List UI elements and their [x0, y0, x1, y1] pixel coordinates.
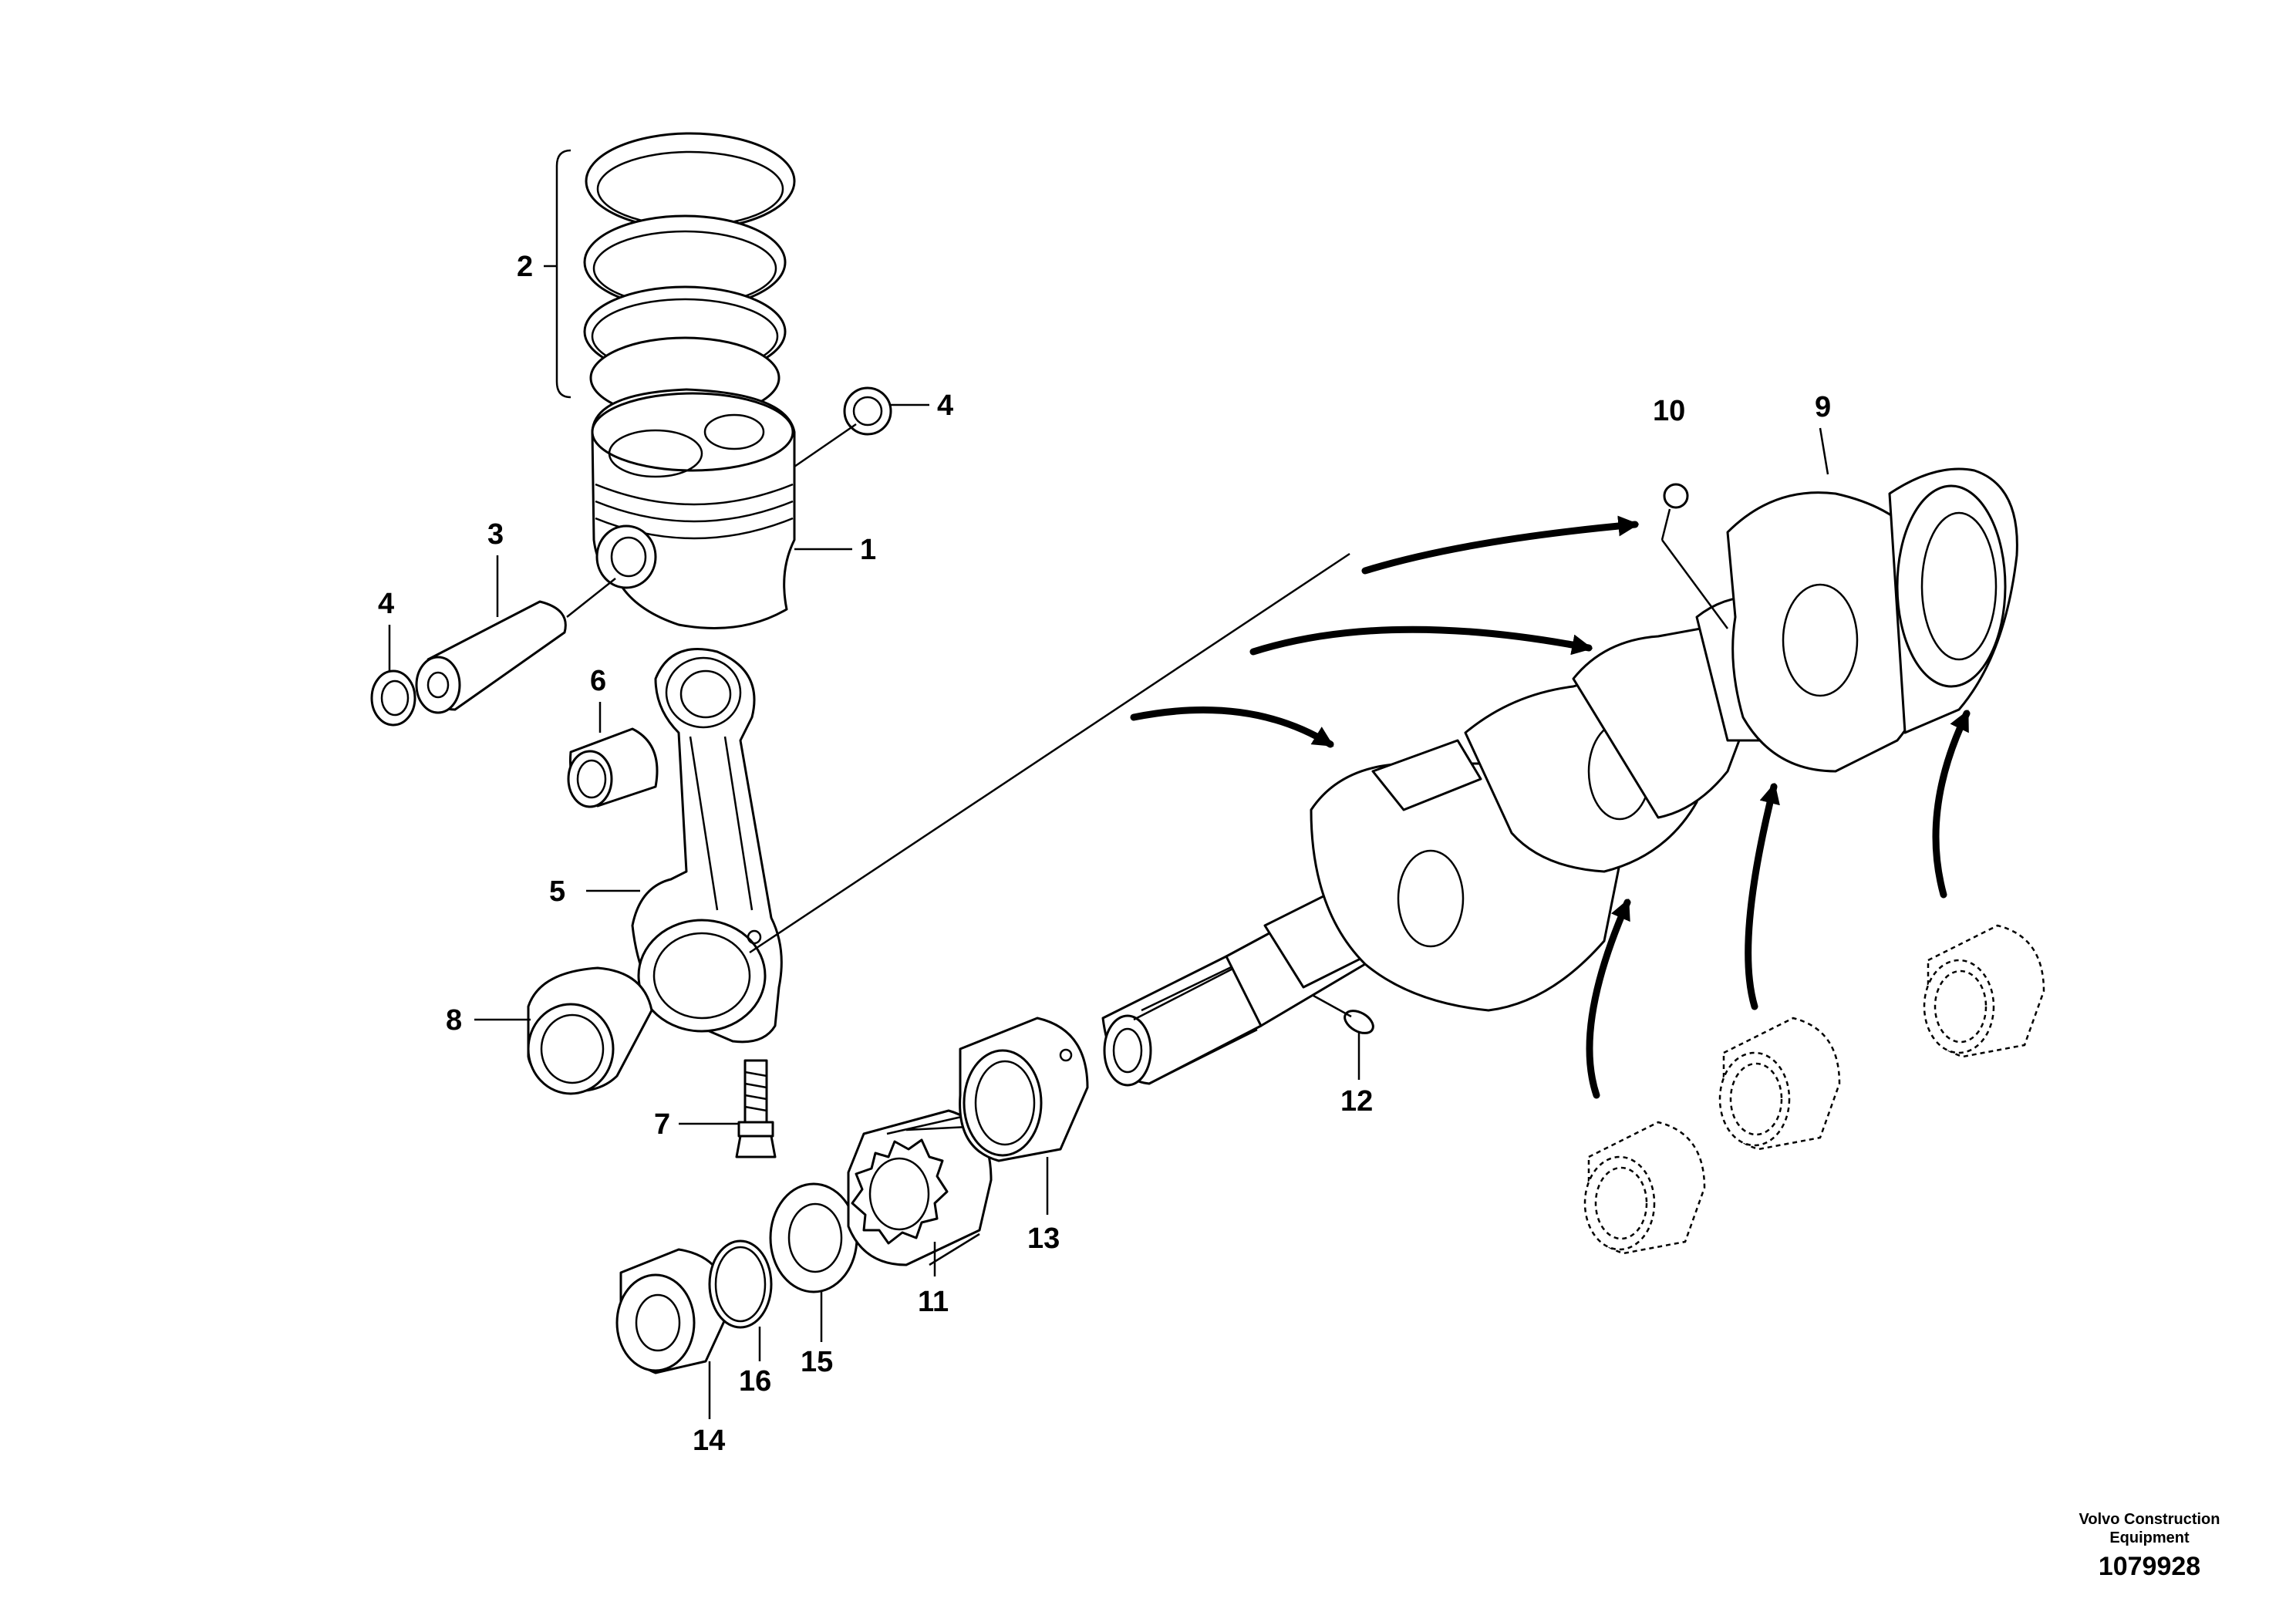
small-end-bushing	[567, 727, 659, 808]
callout-1: 1	[860, 534, 876, 566]
callout-11: 11	[918, 1286, 949, 1318]
callout-7: 7	[654, 1108, 670, 1141]
callout-5: 5	[549, 875, 565, 908]
crankshaft-gear	[847, 1109, 993, 1266]
company-name: Volvo Construction Equipment	[2079, 1511, 2220, 1546]
bracket-2	[555, 149, 571, 399]
callout-15: 15	[801, 1346, 833, 1378]
assembly-arrows	[1130, 515, 1971, 1099]
callout-14: 14	[693, 1425, 725, 1457]
main-bearing-shells	[1583, 924, 2045, 1255]
callout-9: 9	[1815, 391, 1831, 423]
callout-4-upper: 4	[937, 389, 953, 422]
piston-rings	[583, 132, 796, 420]
plug	[1663, 483, 1689, 509]
main-bearing-front	[959, 1017, 1089, 1162]
o-ring	[708, 1239, 773, 1329]
callout-2: 2	[517, 251, 533, 283]
callout-6: 6	[590, 665, 606, 697]
big-end-bearing	[527, 966, 653, 1095]
callout-16: 16	[739, 1365, 771, 1398]
thrust-washer	[769, 1182, 858, 1293]
callout-13: 13	[1027, 1222, 1060, 1255]
connecting-rod	[631, 648, 783, 1044]
circlip-upper	[843, 386, 892, 436]
callout-8: 8	[446, 1004, 462, 1037]
front-seal-sleeve	[615, 1248, 730, 1374]
piston	[591, 388, 796, 629]
callout-10: 10	[1653, 395, 1685, 427]
piston-pin	[415, 600, 567, 714]
callout-12: 12	[1340, 1085, 1373, 1118]
crankshaft	[1101, 467, 2018, 1087]
drawing-number: 1079928	[2098, 1552, 2201, 1581]
rod-bolt	[735, 1059, 777, 1158]
circlip-lower	[370, 669, 416, 727]
callout-4-lower: 4	[378, 588, 394, 620]
callout-3: 3	[487, 518, 504, 551]
